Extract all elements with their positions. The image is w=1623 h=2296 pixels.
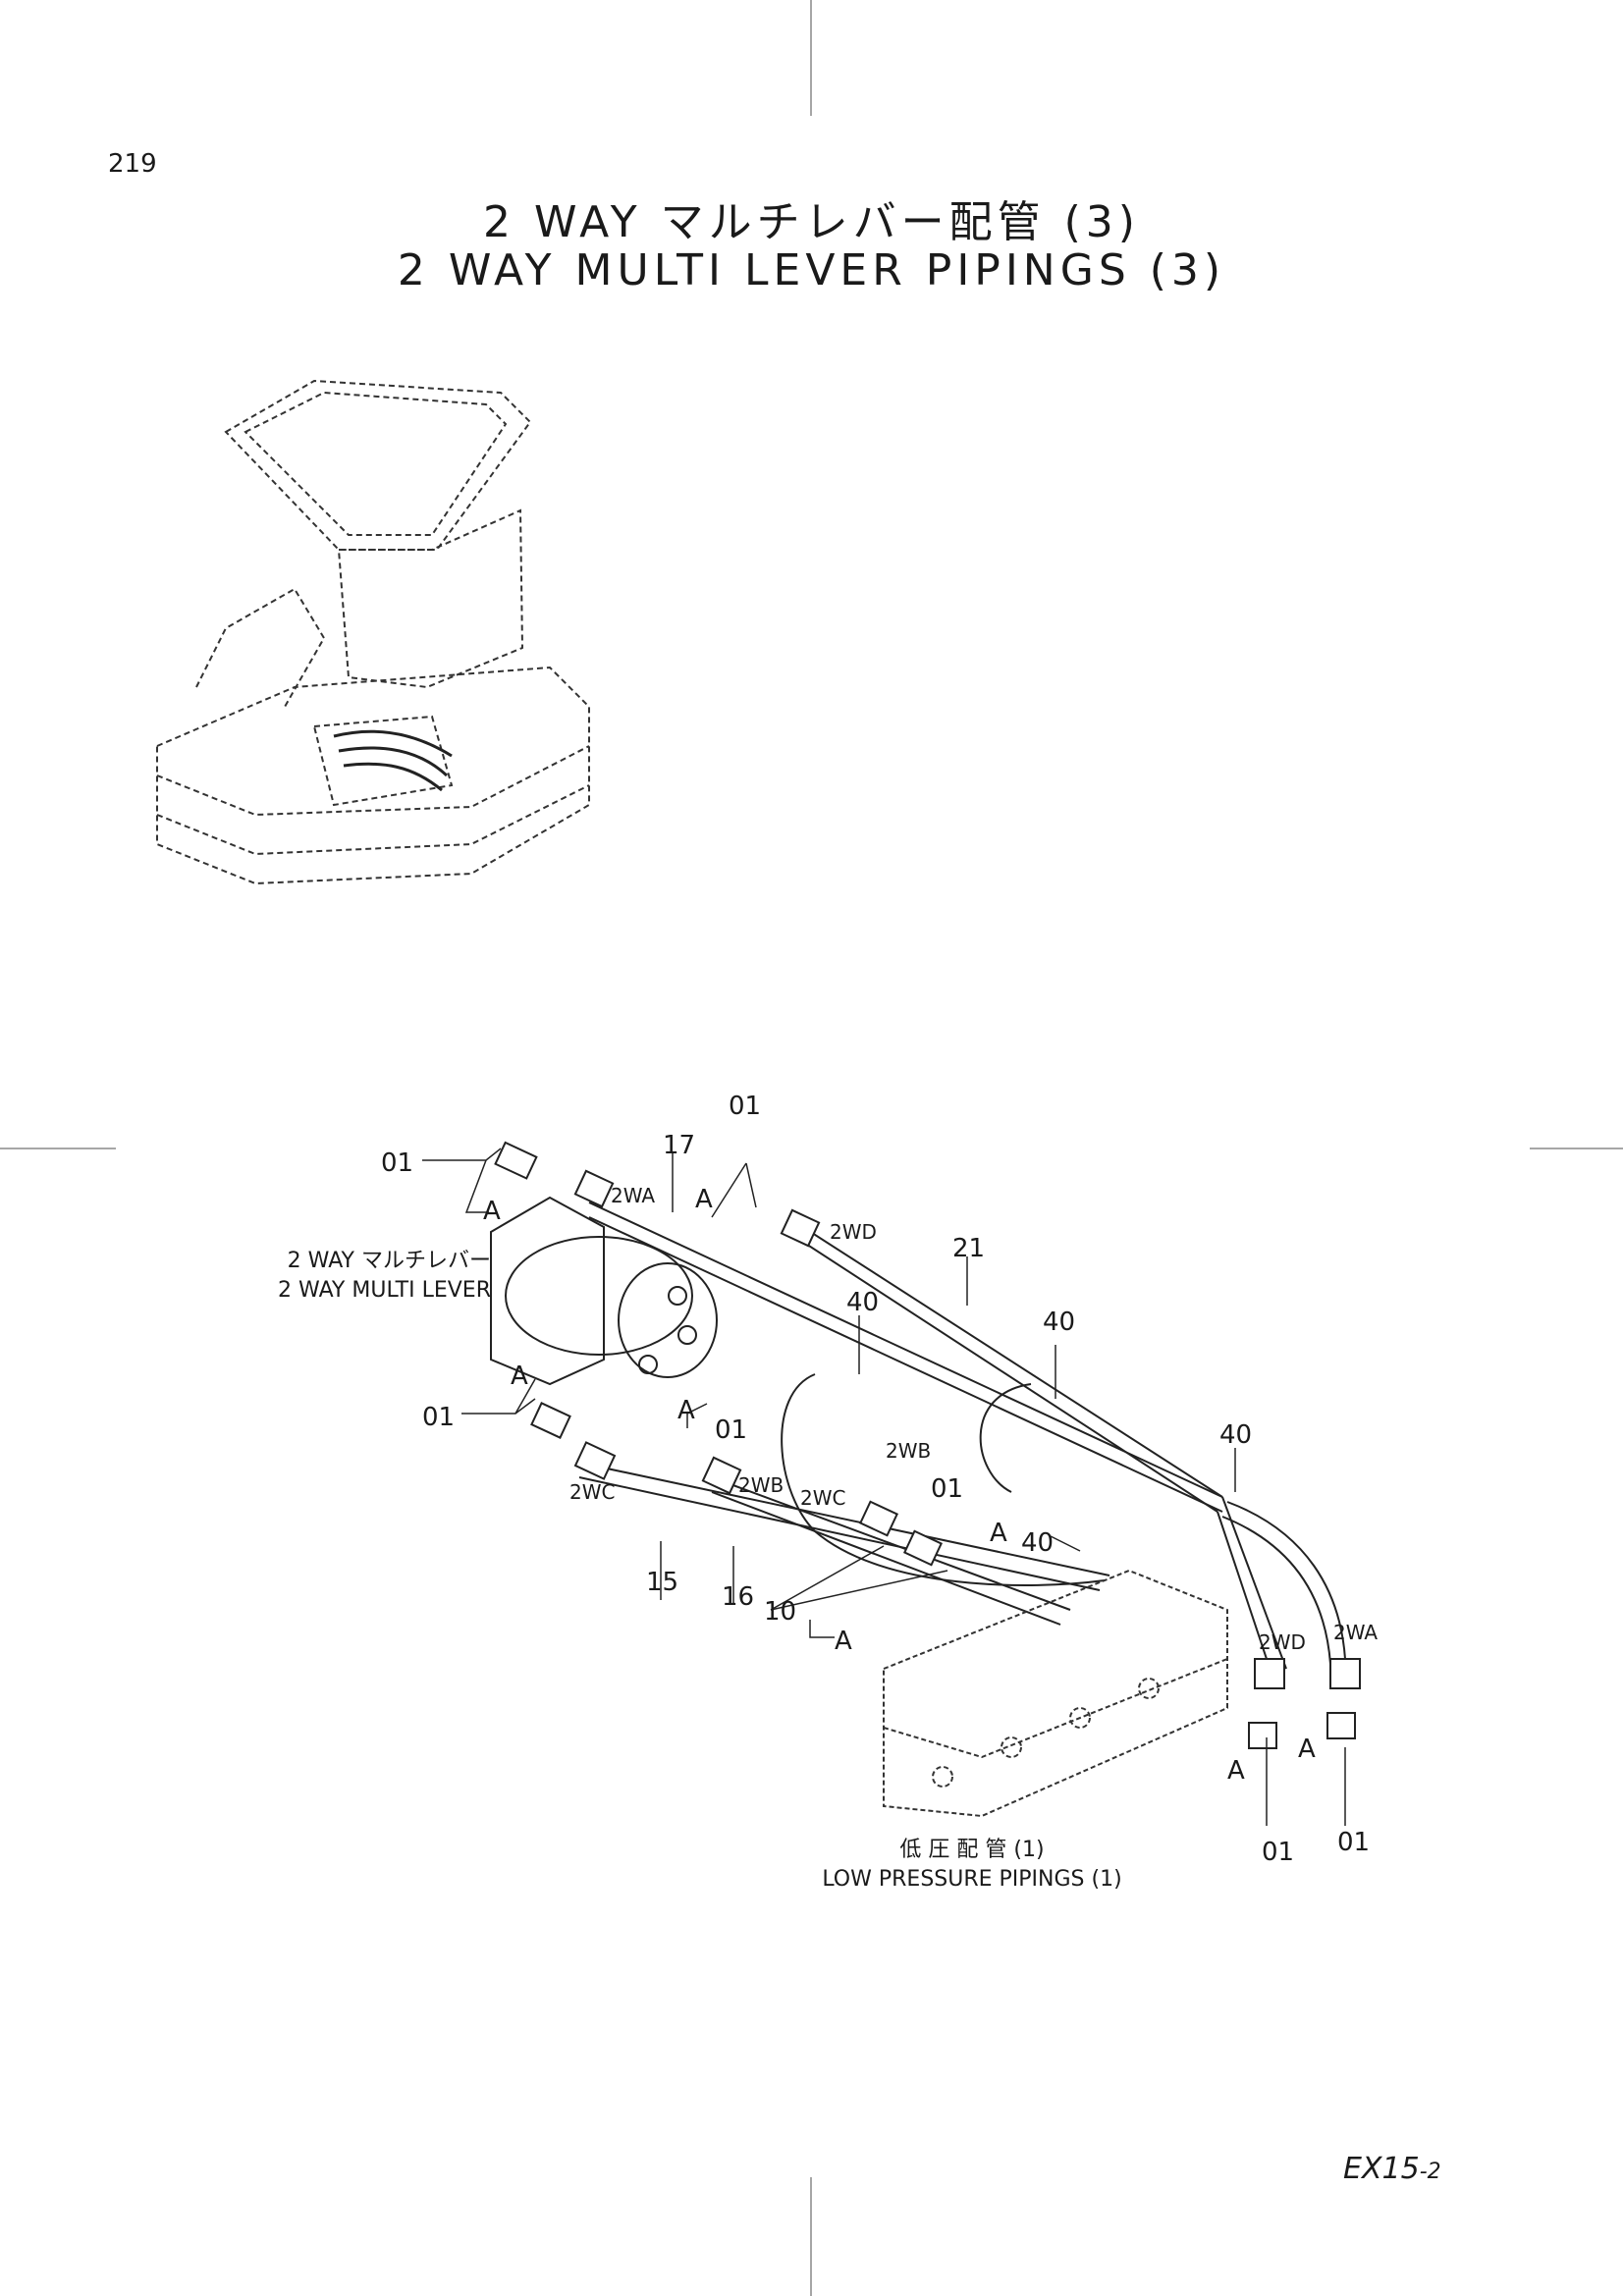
document-code-suffix: -2 [1419, 2160, 1441, 2184]
label-port-2wc: 2WC [569, 1480, 615, 1504]
label-part-40: 40 [1021, 1528, 1054, 1558]
title-english: 2 WAY MULTI LEVER PIPINGS (3) [397, 245, 1226, 295]
low-pressure-caption-jp: 低 圧 配 管 (1) [899, 1838, 1045, 1862]
label-port-2wa: 2WA [611, 1184, 655, 1207]
label-part-01: 01 [1262, 1838, 1294, 1867]
label-part-01: 01 [931, 1474, 963, 1504]
label-port-2wc: 2WC [800, 1486, 845, 1510]
label-part-40: 40 [1219, 1420, 1252, 1450]
label-part-01: 01 [729, 1092, 761, 1121]
leader-lines [422, 1148, 1346, 1826]
label-port-2wd: 2WD [1259, 1630, 1306, 1654]
label-ref-a: A [511, 1362, 528, 1391]
label-part-40: 40 [1043, 1308, 1075, 1337]
label-part-01: 01 [422, 1403, 455, 1432]
label-ref-a: A [695, 1185, 713, 1214]
label-ref-a: A [677, 1396, 695, 1425]
label-part-01: 01 [715, 1415, 747, 1445]
label-port-2wa: 2WA [1333, 1621, 1378, 1644]
label-ref-a: A [1298, 1735, 1316, 1764]
page-number: 219 [108, 149, 157, 179]
label-part-15: 15 [646, 1568, 678, 1597]
multi-lever-body [490, 1196, 718, 1386]
label-part-01: 01 [1337, 1828, 1370, 1857]
document-code: EX15-2 [1343, 2152, 1441, 2186]
machine-overview-illustration [156, 379, 590, 885]
control-valve-block [883, 1569, 1228, 1818]
label-part-01: 01 [381, 1148, 413, 1178]
multi-lever-caption-jp: 2 WAY マルチレバー [287, 1249, 491, 1273]
multi-lever-caption-en: 2 WAY MULTI LEVER [278, 1278, 491, 1303]
label-part-10: 10 [764, 1597, 796, 1627]
hoses [578, 1201, 1346, 1675]
label-ref-a: A [483, 1197, 501, 1226]
document-code-main: EX15 [1343, 2152, 1420, 2186]
overview-highlight-pipes [333, 729, 453, 792]
low-pressure-caption-en: LOW PRESSURE PIPINGS (1) [822, 1867, 1122, 1892]
label-port-2wb: 2WB [738, 1473, 784, 1497]
low-pressure-caption: 低 圧 配 管 (1) LOW PRESSURE PIPINGS (1) [766, 1836, 1178, 1895]
port-labels: 2WA 2WD 2WB 2WC 2WB 2WC 2WD 2WA [569, 1184, 1378, 1654]
label-part-17: 17 [663, 1131, 695, 1160]
label-ref-a: A [1227, 1756, 1245, 1786]
multi-lever-caption: 2 WAY マルチレバー 2 WAY MULTI LEVER [177, 1247, 491, 1306]
label-ref-a: A [990, 1519, 1007, 1548]
fittings [494, 1141, 1361, 1749]
title-japanese: 2 WAY マルチレバー配管 (3) [483, 197, 1140, 247]
label-port-2wb: 2WB [886, 1439, 931, 1463]
label-part-16: 16 [722, 1582, 754, 1612]
label-ref-a: A [835, 1627, 852, 1656]
label-part-40: 40 [846, 1288, 879, 1317]
part-labels: 01 A 01 A A 01 01 A 17 21 40 40 40 40 01… [381, 1092, 1370, 1867]
label-part-21: 21 [952, 1234, 985, 1263]
label-port-2wd: 2WD [830, 1220, 877, 1244]
